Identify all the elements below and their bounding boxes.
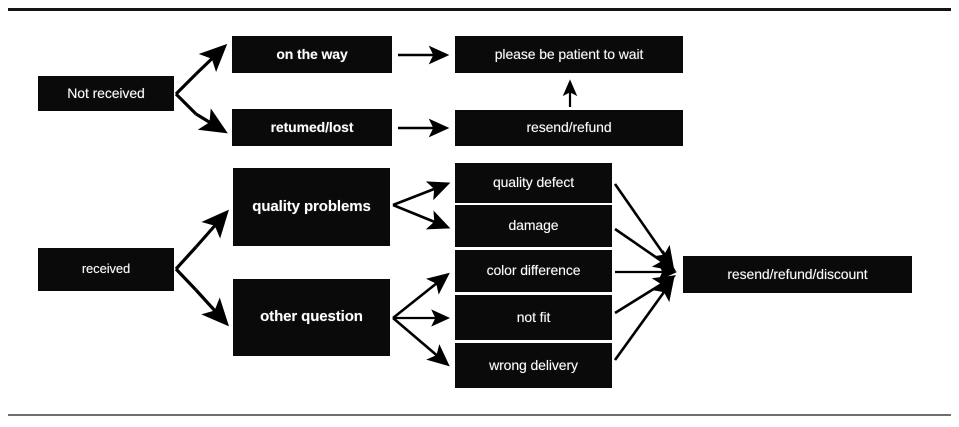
edge-other-question-to-color-difference [392,272,450,320]
node-label: Not received [67,84,145,101]
node-color-difference[interactable]: color difference [455,250,612,292]
node-label: not fit [516,308,551,325]
edge-wrong-delivery-to-resend-refund-discount [613,278,675,361]
edge-quality-problems-to-quality-defect [392,181,451,207]
node-resend-refund[interactable]: resend/refund [455,110,683,146]
edge-not-received-to-returned-lost [174,92,228,134]
node-label: resend/refund [526,119,612,136]
node-label: quality defect [492,174,575,191]
node-label: received [81,261,131,277]
node-damage[interactable]: damage [455,205,612,247]
node-please-be-patient-to-wait[interactable]: please be patient to wait [455,36,683,73]
node-label: color difference [486,262,581,279]
bottom-divider-rule [8,414,951,416]
node-not-fit[interactable]: not fit [455,295,612,340]
node-wrong-delivery[interactable]: wrong delivery [455,343,612,388]
node-label: on the way [276,45,348,62]
edge-quality-problems-to-damage [392,203,451,230]
edge-not-received-to-on-the-way [174,43,228,96]
edge-received-to-other-question [174,267,230,327]
edge-received-to-quality-problems [174,209,229,271]
node-resend-refund-discount[interactable]: resend/refund/discount [683,256,912,293]
top-divider-rule [8,8,951,11]
node-on-the-way[interactable]: on the way [232,36,392,73]
node-label: wrong delivery [489,356,578,373]
edge-not-fit-to-resend-refund-discount [614,275,677,315]
node-returned-lost[interactable]: retumed/lost [232,109,392,146]
node-label: please be patient to wait [494,45,644,62]
edge-damage-to-resend-refund-discount [614,227,676,272]
edge-other-question-to-wrong-delivery [392,317,450,367]
node-label: resend/refund/discount [727,265,868,282]
node-not-received[interactable]: Not received [38,76,174,111]
node-label: quality problems [252,197,371,215]
edge-quality-defect-to-resend-refund-discount [613,183,675,269]
node-label: retumed/lost [270,118,354,135]
node-label: damage [508,217,559,234]
node-other-question[interactable]: other question [233,279,390,356]
node-quality-problems[interactable]: quality problems [233,168,390,246]
node-received[interactable]: received [38,248,174,291]
node-label: other question [260,308,363,326]
node-quality-defect[interactable]: quality defect [455,163,612,203]
